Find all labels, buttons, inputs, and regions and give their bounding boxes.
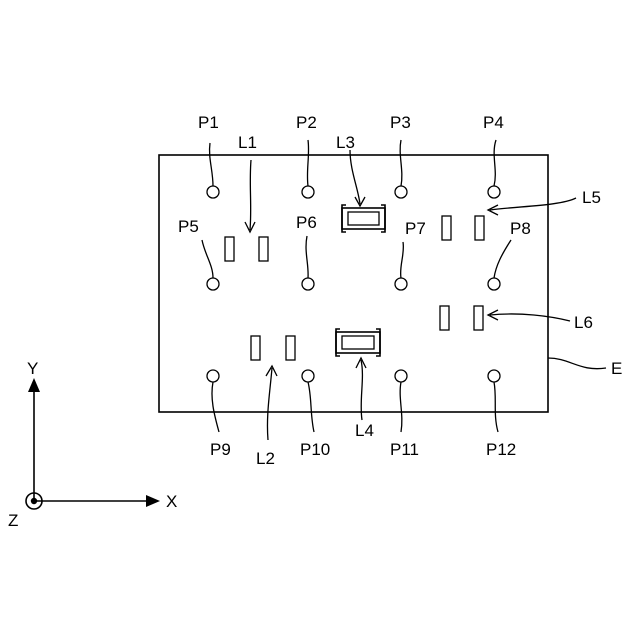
label-p10: P10: [300, 440, 330, 459]
component-l1-right: [259, 237, 268, 261]
label-p11: P11: [390, 440, 419, 459]
component-l6-right: [474, 306, 483, 330]
component-l4: [336, 329, 380, 356]
component-l3: [342, 205, 385, 232]
leader-e: [548, 358, 606, 369]
coordinate-axes: [26, 378, 160, 509]
leader-l3: [350, 150, 365, 206]
leader-l6: [488, 310, 570, 321]
pad-p7: [395, 278, 407, 290]
leader-p2: [307, 140, 308, 186]
component-l1-left: [225, 237, 234, 261]
board-outline: [159, 155, 548, 412]
axis-label-x: X: [166, 492, 177, 511]
leader-l4: [356, 358, 366, 420]
pad-p4: [488, 186, 500, 198]
leader-p6: [306, 236, 308, 278]
label-p9: P9: [210, 440, 231, 459]
pad-p12: [488, 370, 500, 382]
leader-p12: [494, 382, 498, 432]
label-p4: P4: [483, 113, 504, 132]
label-l6: L6: [574, 313, 593, 332]
leader-p4: [494, 140, 496, 186]
pad-p10: [302, 370, 314, 382]
z-axis-symbol-dot: [31, 498, 37, 504]
x-axis-arrowhead: [146, 495, 160, 507]
label-l5: L5: [582, 188, 601, 207]
leader-l2: [266, 366, 277, 440]
component-l6-left: [440, 306, 449, 330]
label-p1: P1: [198, 113, 219, 132]
component-l5-right: [475, 216, 484, 240]
component-l5-left: [442, 216, 451, 240]
leader-p3: [400, 140, 402, 186]
leader-l5: [488, 198, 576, 215]
leader-p1: [210, 143, 213, 186]
y-axis-arrowhead: [28, 378, 40, 392]
leader-p7: [401, 242, 404, 278]
label-p5: P5: [178, 217, 199, 236]
pad-p8: [488, 278, 500, 290]
component-l2-right: [286, 336, 295, 360]
axis-label-z: Z: [8, 511, 18, 530]
label-l3: L3: [336, 133, 355, 152]
pad-p3: [395, 186, 407, 198]
label-p3: P3: [390, 113, 411, 132]
pad-p9: [207, 370, 219, 382]
leader-p5: [202, 240, 213, 278]
label-l2: L2: [256, 449, 275, 468]
leader-p9: [212, 382, 219, 432]
label-p12: P12: [486, 440, 516, 459]
leader-l1: [245, 160, 255, 232]
axis-label-y: Y: [27, 359, 38, 378]
pad-p5: [207, 278, 219, 290]
component-l2-left: [251, 336, 260, 360]
leader-p11: [400, 382, 402, 432]
label-p2: P2: [296, 113, 317, 132]
pad-p1: [207, 186, 219, 198]
pad-p11: [395, 370, 407, 382]
label-l1: L1: [238, 133, 257, 152]
leader-p8: [494, 240, 511, 278]
leader-p10: [308, 382, 314, 432]
label-board-e: E: [611, 359, 622, 378]
pad-p6: [302, 278, 314, 290]
label-p8: P8: [510, 219, 531, 238]
label-l4: L4: [355, 421, 374, 440]
label-p6: P6: [296, 213, 317, 232]
label-p7: P7: [405, 219, 426, 238]
pad-p2: [302, 186, 314, 198]
